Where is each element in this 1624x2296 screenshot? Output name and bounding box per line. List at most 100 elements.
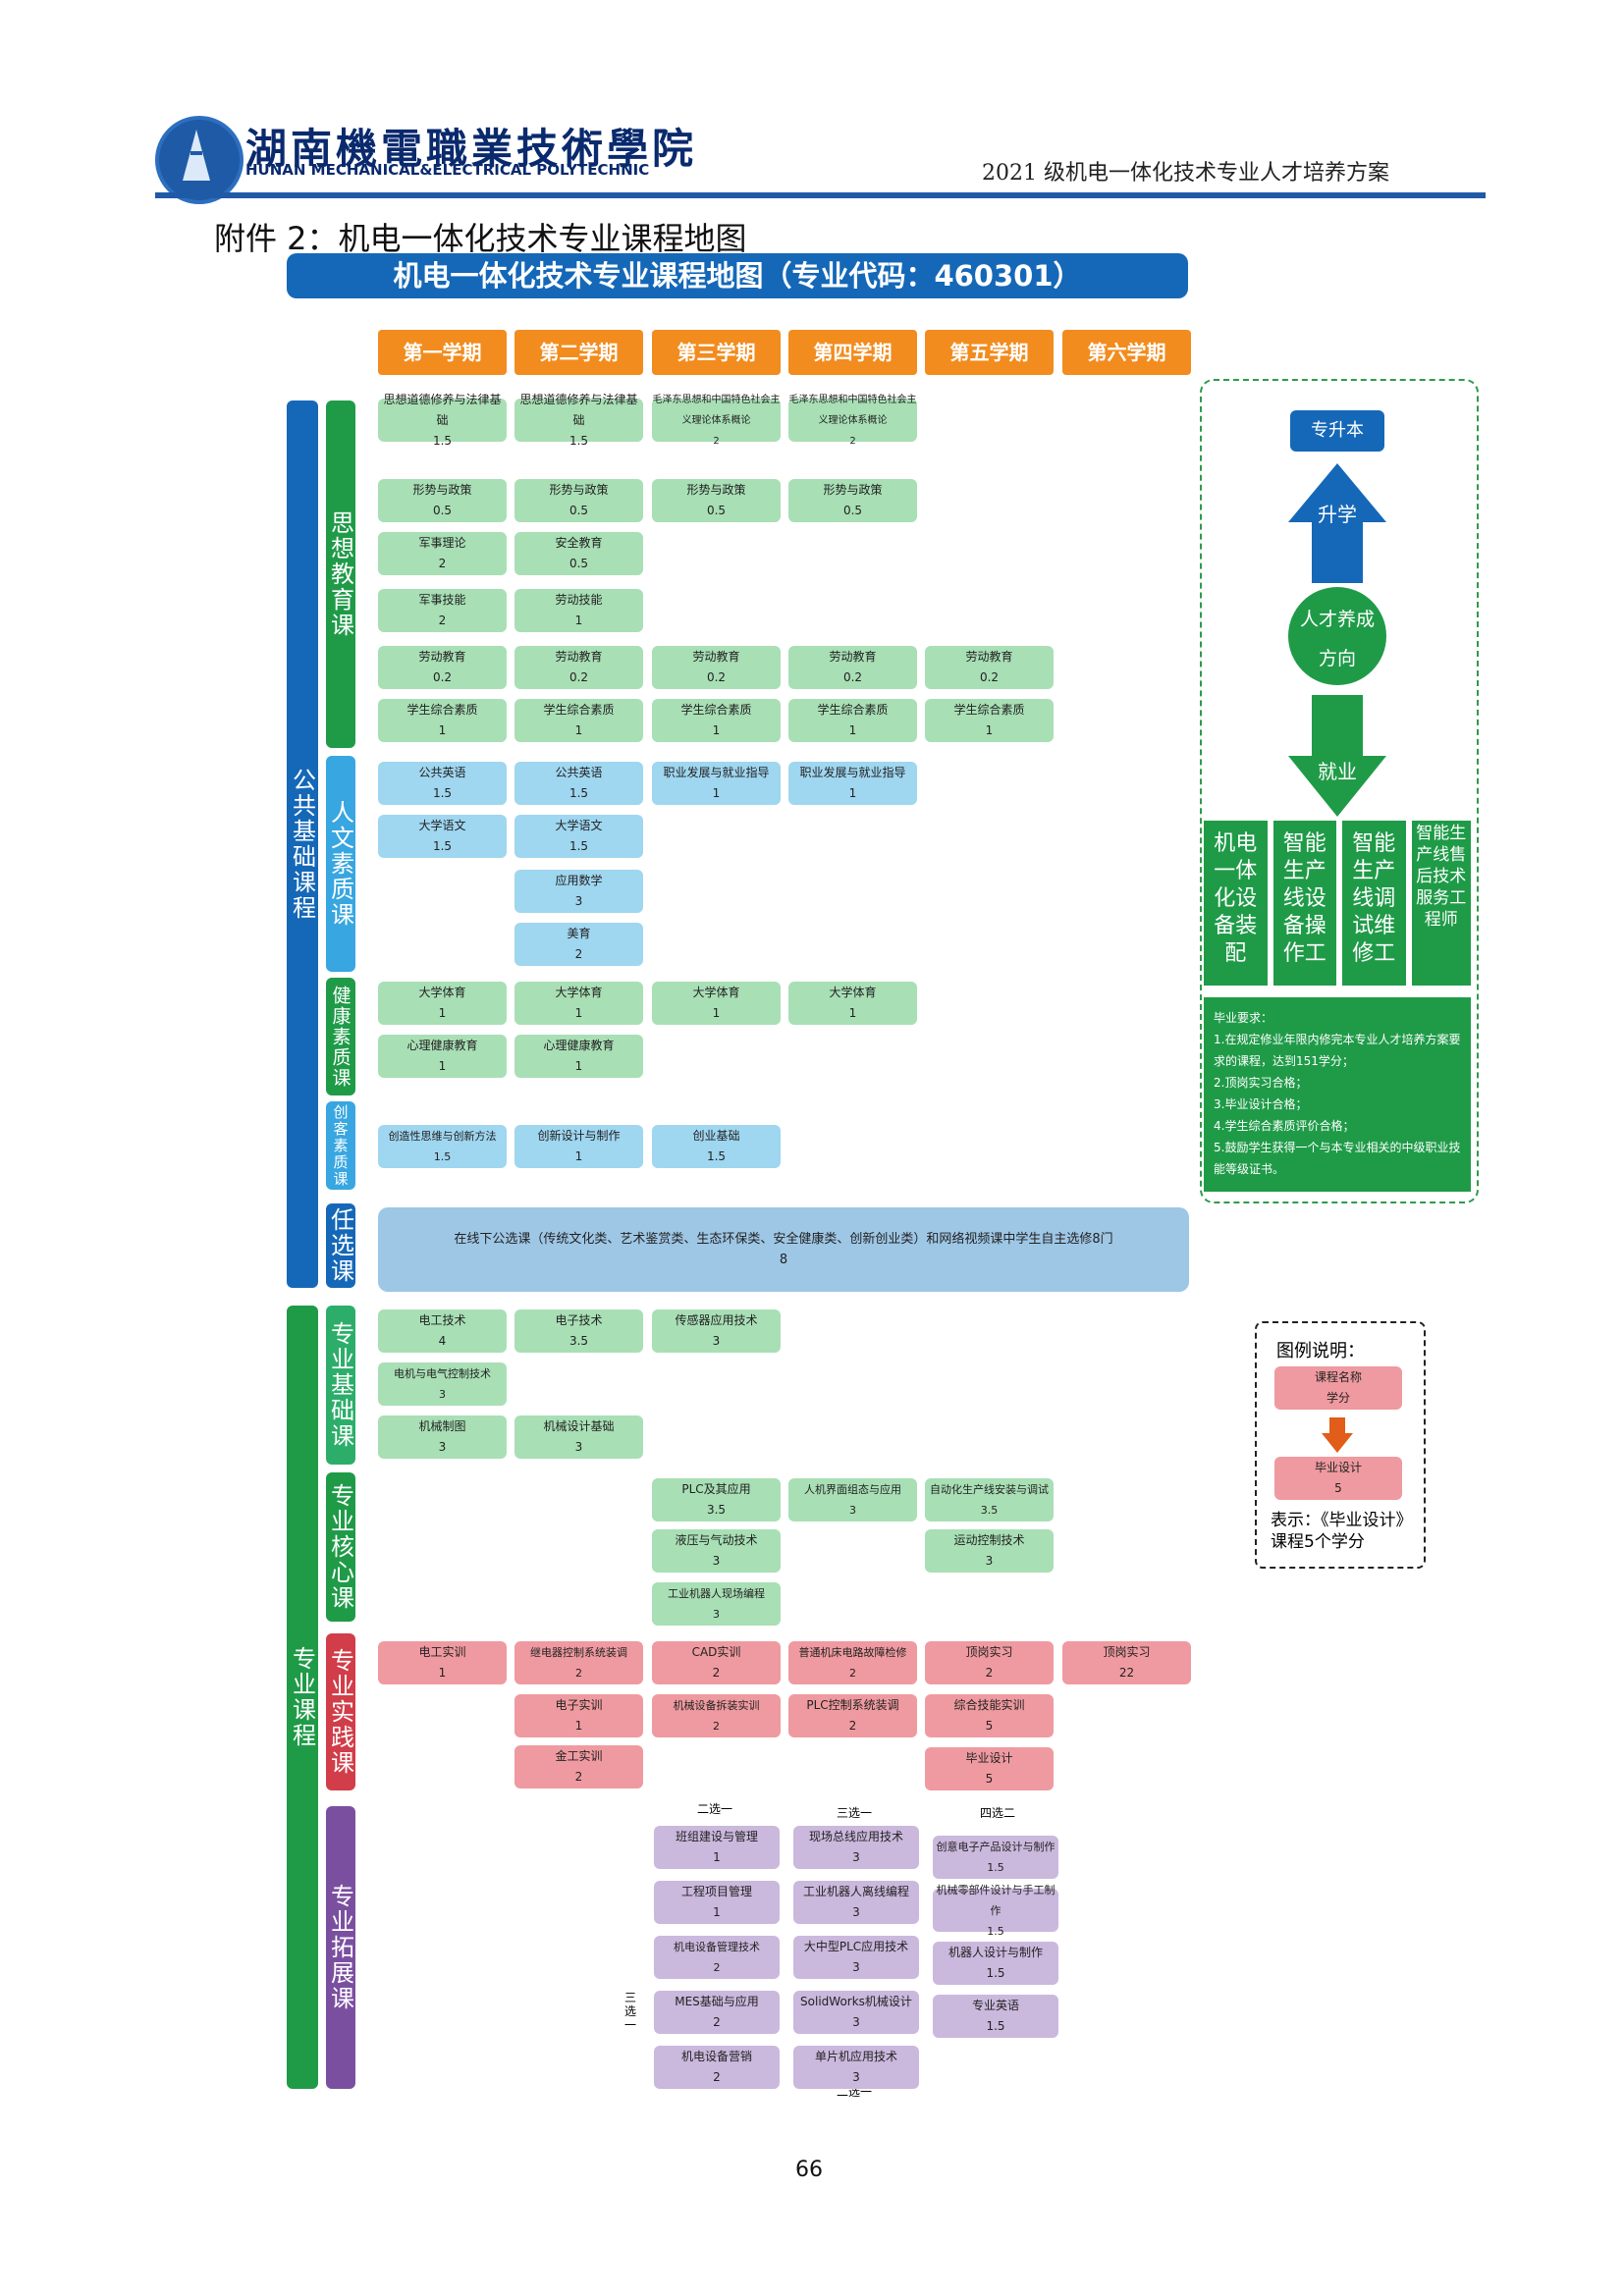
attachment-title: 附件 2：机电一体化技术专业课程地图 [214,220,747,257]
page-number: 66 [795,2158,823,2182]
category-innovation: 创客素质课 [326,1101,355,1190]
career-panel [1200,379,1479,1203]
legend-note: 表示：《毕业设计》课程5个学分 [1271,1511,1413,1552]
category-health: 健康素质课 [326,978,355,1095]
legend-panel [1255,1321,1426,1569]
upgrade-box: 专升本 [1290,410,1384,452]
document-title: 2021 级机电一体化技术专业人才培养方案 [982,161,1389,186]
job-list: 机电一体化设备装配 智能生产线设备操作工 智能生产线调试维修工 智能生产线售后技… [1204,821,1471,986]
graduation-requirements: 毕业要求： 1.在规定修业年限内修完本专业人才培养方案要求的课程，达到151学分… [1204,997,1471,1192]
grad-item: 1.在规定修业年限内修完本专业人才培养方案要求的课程，达到151学分； [1214,1033,1461,1068]
elective-box: 在线下公选课（传统文化类、艺术鉴赏类、生态环保类、安全健康类、创新创业类）和网络… [378,1207,1189,1292]
category-elective: 任选课 [326,1203,355,1288]
legend-title: 图例说明： [1276,1341,1365,1362]
choice-label: 三选一 [624,1991,637,2032]
grad-item: 5.鼓励学生获得一个与本专业相关的中级职业技能等级证书。 [1214,1141,1461,1176]
job-item: 机电一体化设备装配 [1204,821,1268,986]
grad-item: 3.毕业设计合格； [1214,1097,1308,1111]
choice-label: 三选一 [837,1806,873,1820]
category-professional: 专业课程 [287,1306,318,2089]
logo-tower-icon [183,130,210,181]
semester-5: 第五学期 [925,330,1054,375]
down-arrow-icon [1288,695,1386,817]
category-prof-base: 专业基础课 [326,1306,355,1465]
job-item: 智能生产线设备操作工 [1272,821,1336,986]
job-item: 智能生产线售后技术服务工程师 [1411,821,1471,986]
choice-label: 四选二 [980,1806,1016,1820]
job-item: 智能生产线调试维修工 [1342,821,1406,986]
up-arrow-icon [1288,463,1386,583]
grad-item: 2.顶岗实习合格； [1214,1076,1308,1090]
school-name-cn: 湖南機電職業技術學院 [245,125,698,173]
direction-label-2: 方向 [1318,648,1356,669]
semester-2: 第二学期 [514,330,643,375]
grad-item: 4.学生综合素质评价合格； [1214,1119,1355,1133]
category-prof-ext: 专业拓展课 [326,1806,355,2089]
category-humanities: 人文素质课 [326,756,355,972]
school-name-en: HUNAN MECHANICAL&ELECTRICAL POLYTECHNIC [245,161,650,179]
legend-course-box: 课程名称学分 [1274,1366,1402,1410]
category-prof-practice: 专业实践课 [326,1633,355,1790]
direction-label-1: 人才养成 [1299,609,1375,630]
study-label: 升学 [1318,503,1357,526]
semester-6: 第六学期 [1062,330,1191,375]
